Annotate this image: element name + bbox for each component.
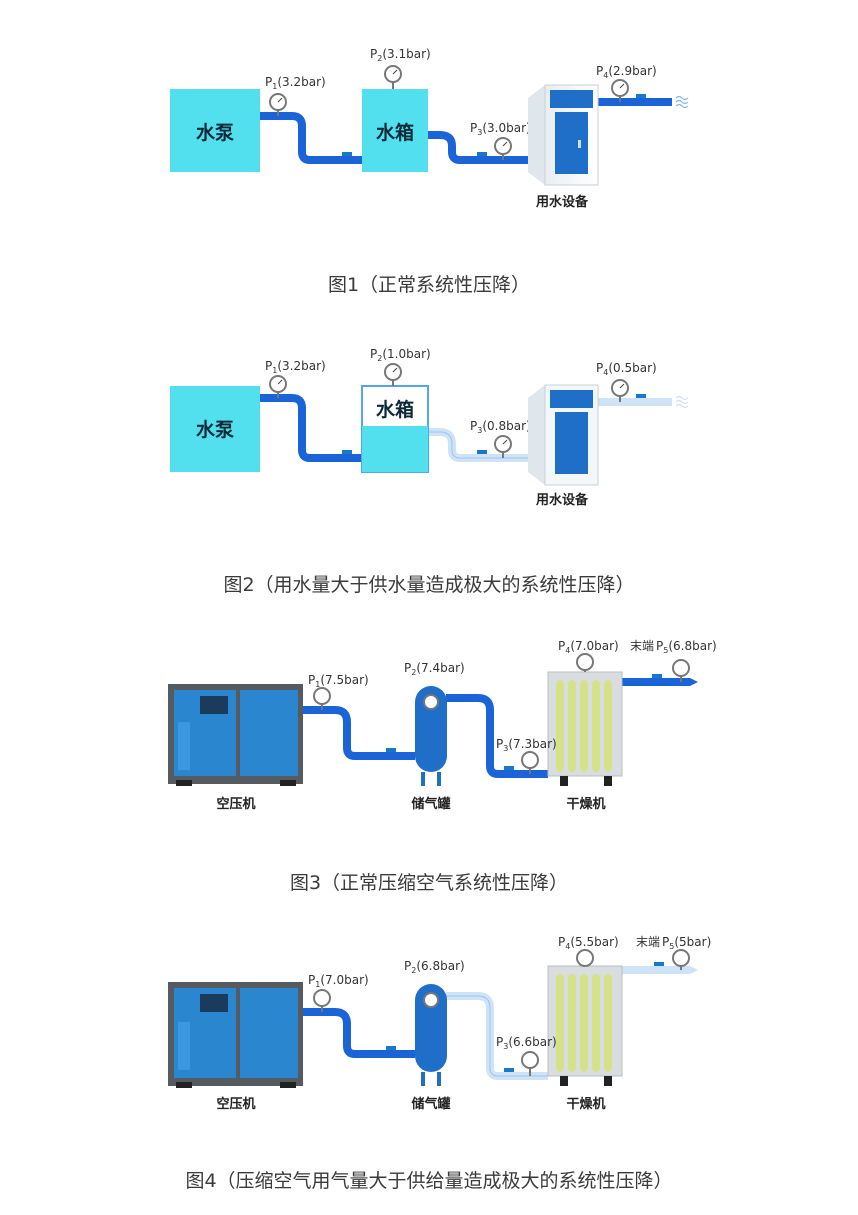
pump-label: 水泵 (196, 122, 234, 144)
pipe-comp-receiver (303, 706, 415, 760)
p1-label: P1(7.5bar) (308, 673, 369, 689)
water-device (528, 84, 599, 186)
valve-icon (342, 152, 352, 156)
gauge-icon (269, 93, 287, 116)
valve-icon (504, 1068, 514, 1072)
valve-icon (477, 152, 487, 156)
receiver-label: 储气罐 (410, 796, 450, 812)
valve-icon (636, 394, 646, 398)
figure-2: 水泵 水箱 P1(3.2bar) P2(1.0bar) P3(0.8bar) P… (0, 340, 858, 530)
p2-label: P2(6.8bar) (404, 959, 465, 975)
gauge-icon (494, 435, 512, 458)
figure-1-diagram: 水泵 水箱 P1(3.2bar) P2(3.1bar) P3(3.0bar) P… (170, 47, 689, 210)
gauge-icon (384, 363, 402, 386)
p1-label: P1(7.0bar) (308, 973, 369, 989)
pipe-tank-device-low (428, 428, 528, 462)
figure-1: 水泵 水箱 P1(3.2bar) P2(3.1bar) P3(3.0bar) P… (0, 40, 858, 230)
tank-label: 水箱 (376, 121, 414, 144)
valve-icon (477, 450, 487, 454)
dryer-label: 干燥机 (566, 796, 605, 812)
pipe-tank-device (428, 131, 528, 164)
gauge-icon (521, 1051, 539, 1076)
tank-box (362, 89, 428, 172)
dryer-label: 干燥机 (566, 1096, 605, 1112)
figure-1-caption: 图1（正常系统性压降） (327, 274, 531, 296)
valve-icon (636, 94, 646, 98)
p1-label: P1(3.2bar) (265, 359, 326, 375)
p4-label: P4(5.5bar) (558, 935, 619, 951)
pipe-comp-receiver (303, 1008, 415, 1058)
receiver-tank (415, 984, 447, 1086)
tank-box-partial (361, 385, 429, 473)
p3-label: P3(6.6bar) (496, 1035, 557, 1051)
valve-icon (386, 748, 396, 752)
p4-label: P4(2.9bar) (596, 64, 657, 80)
pipe-pump-tank (260, 394, 362, 462)
figure-4-diagram: 空压机 储气罐 干燥机 P1(7.0bar) (168, 935, 711, 1112)
pump-label: 水泵 (196, 419, 234, 441)
water-wave-icon (675, 395, 689, 409)
figure-3: 空压机 储气罐 干燥机 P1(7.5bar) (0, 632, 858, 822)
valve-icon (504, 766, 514, 770)
compressor-label: 空压机 (216, 1096, 255, 1112)
pipe-receiver-dryer (446, 694, 548, 778)
valve-icon (654, 962, 664, 966)
receiver-label: 储气罐 (410, 1096, 450, 1112)
pump-box (170, 89, 260, 172)
water-device (528, 384, 599, 486)
dryer (547, 671, 623, 786)
p4-label: P4(0.5bar) (596, 361, 657, 377)
compressor (168, 684, 303, 786)
valve-icon (652, 674, 662, 678)
p4-label: P4(7.0bar) (558, 639, 619, 655)
gauge-icon (611, 379, 629, 402)
compressor-label: 空压机 (216, 796, 255, 812)
p2-label: P2(1.0bar) (370, 347, 431, 363)
gauge-icon (269, 375, 287, 398)
gauge-icon (576, 949, 594, 967)
gauge-icon (313, 989, 331, 1012)
valve-icon (386, 1046, 396, 1050)
gauge-icon (494, 137, 512, 160)
pipe-pump-tank (260, 112, 362, 164)
figure-4-caption: 图4（压缩空气用气量大于供给量造成极大的系统性压降） (185, 1170, 673, 1192)
p2-label: P2(3.1bar) (370, 47, 431, 63)
receiver-tank (415, 686, 447, 786)
gauge-icon (521, 751, 539, 774)
gauge-icon (611, 79, 629, 102)
gauge-icon (576, 653, 594, 672)
dryer (547, 965, 623, 1086)
gauge-icon (672, 659, 690, 682)
water-wave-icon (675, 95, 689, 109)
device-label: 用水设备 (535, 492, 589, 508)
p3-label: P3(7.3bar) (496, 737, 557, 753)
p1-label: P1(3.2bar) (265, 75, 326, 91)
figure-3-caption: 图3（正常压缩空气系统性压降） (289, 872, 569, 894)
gauge-icon (384, 65, 402, 89)
figure-3-diagram: 空压机 储气罐 干燥机 P1(7.5bar) (168, 639, 717, 812)
pump-box (170, 386, 260, 472)
compressor (168, 982, 303, 1088)
device-label: 用水设备 (535, 194, 589, 210)
gauge-icon (313, 687, 331, 710)
figure-2-diagram: 水泵 水箱 P1(3.2bar) P2(1.0bar) P3(0.8bar) P… (170, 347, 689, 508)
gauge-icon (672, 949, 690, 970)
figure-4: 空压机 储气罐 干燥机 P1(7.0bar) (0, 930, 858, 1120)
tank-label: 水箱 (376, 398, 414, 421)
p3-label: P3(3.0bar) (470, 121, 531, 137)
p3-label: P3(0.8bar) (470, 419, 531, 435)
p2-label: P2(7.4bar) (404, 661, 465, 677)
figure-2-caption: 图2（用水量大于供水量造成极大的系统性压降） (223, 574, 635, 596)
valve-icon (342, 450, 352, 454)
